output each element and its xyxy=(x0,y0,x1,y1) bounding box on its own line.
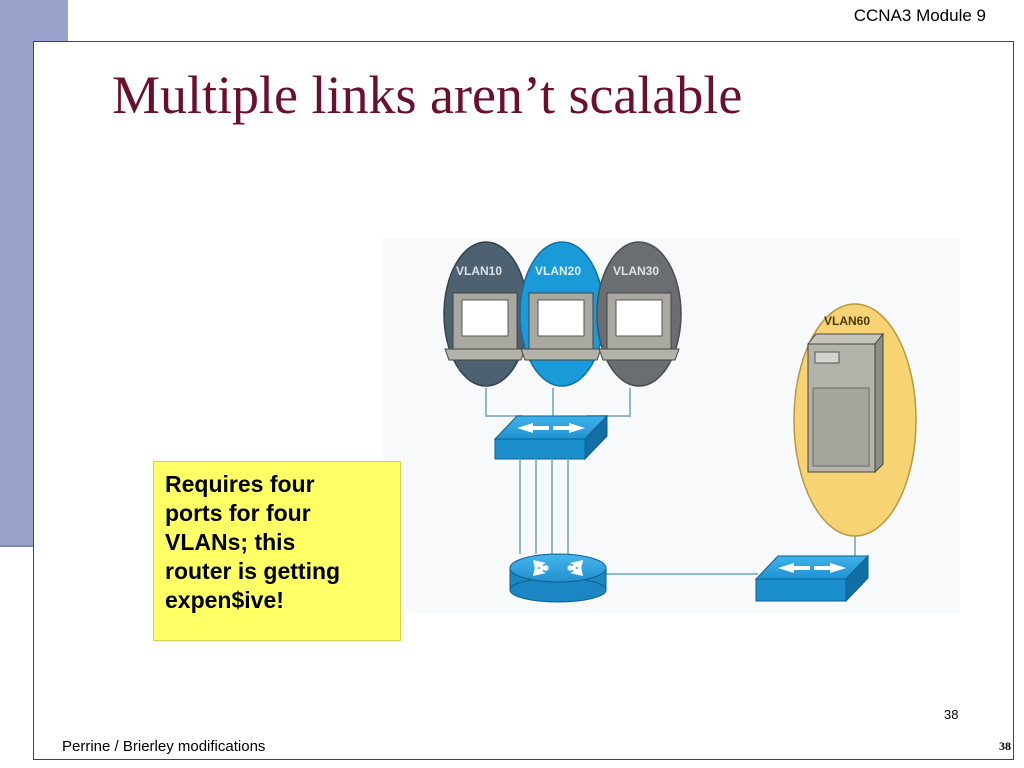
server-icon xyxy=(806,332,885,474)
pc-icon xyxy=(520,292,602,361)
pc-icon xyxy=(444,292,526,361)
vlan30-label: VLAN30 xyxy=(613,264,659,278)
network-links xyxy=(485,388,856,575)
module-header: CCNA3 Module 9 xyxy=(853,6,986,25)
callout-line: router is getting xyxy=(165,558,341,584)
callout-line: expen$ive! xyxy=(165,587,284,613)
callout-box: Requires four ports for four VLANs; this… xyxy=(153,461,401,641)
pc-icon xyxy=(598,292,680,361)
inner-page-number: 38 xyxy=(944,707,959,722)
callout-line: VLANs; this xyxy=(165,529,296,555)
callout-line: Requires four xyxy=(165,471,315,497)
footer-page-number: 38 xyxy=(999,739,1011,753)
network-diagram: VLAN10 VLAN20 VLAN30 VLAN60 xyxy=(383,238,960,613)
callout-line: ports for four xyxy=(165,500,311,526)
slide-title: Multiple links aren’t scalable xyxy=(112,65,743,125)
router-icon xyxy=(509,553,607,603)
switch-icon xyxy=(754,554,870,603)
footer-credit: Perrine / Brierley modifications xyxy=(62,738,266,755)
switch-icon xyxy=(493,414,609,461)
vlan20-label: VLAN20 xyxy=(535,264,581,278)
vlan10-label: VLAN10 xyxy=(456,264,502,278)
vlan60-label: VLAN60 xyxy=(824,314,870,328)
